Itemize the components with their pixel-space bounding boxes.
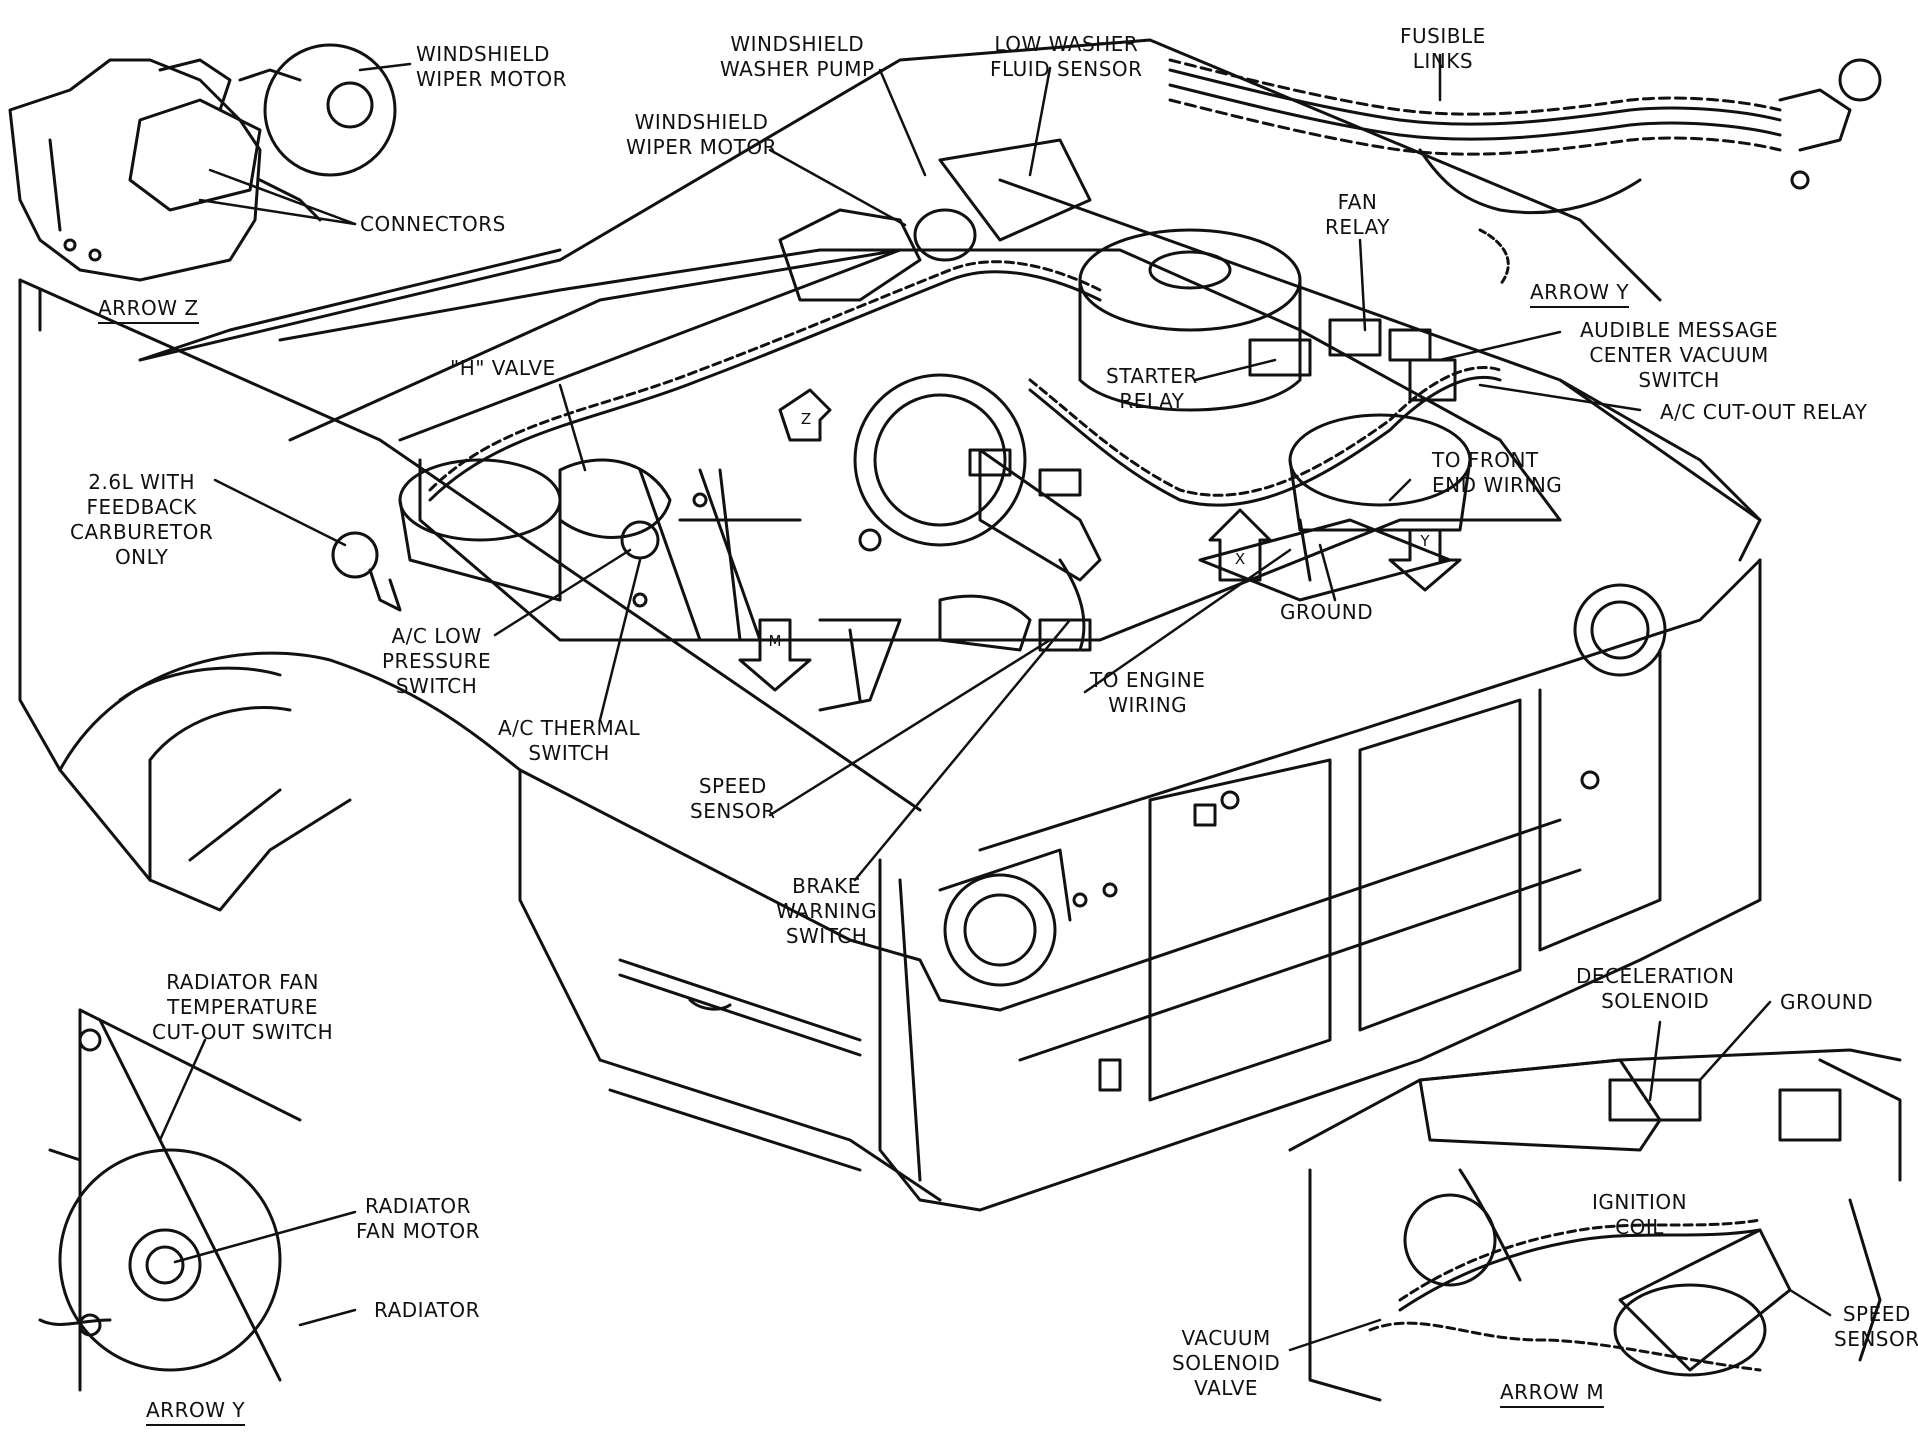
label-washer-pump: WINDSHIELD WASHER PUMP [720,32,875,81]
marker-y: Y [1420,532,1430,550]
label-engine-wiring: TO ENGINE WIRING [1090,668,1206,717]
inset-arrow-m [1288,1048,1902,1402]
label-audible-message: AUDIBLE MESSAGE CENTER VACUUM SWITCH [1580,318,1779,392]
label-speed-sensor-main: SPEED SENSOR [690,774,776,823]
label-washer-sensor: LOW WASHER FLUID SENSOR [990,32,1143,81]
label-wiper-motor-main: WINDSHIELD WIPER MOTOR [626,110,777,159]
label-radiator-temp-switch: RADIATOR FAN TEMPERATURE CUT-OUT SWITCH [152,970,334,1044]
label-vacuum-solenoid: VACUUM SOLENOID VALVE [1172,1326,1281,1400]
marker-x: X [1234,550,1246,568]
label-arrow-y-top: ARROW Y [1530,280,1630,308]
label-ground-main: GROUND [1280,600,1374,624]
label-connectors: CONNECTORS [360,212,506,236]
label-ac-thermal: A/C THERMAL SWITCH [498,716,641,765]
label-speed-sensor-m: SPEED SENSOR [1834,1302,1918,1351]
inset-arrow-z [8,43,397,282]
label-fusible-links: FUSIBLE LINKS [1400,24,1486,73]
label-arrow-z: ARROW Z [98,296,199,324]
inset-arrow-y-radiator [38,1008,302,1392]
label-ac-low-pressure: A/C LOW PRESSURE SWITCH [382,624,492,698]
label-radiator-fan-motor: RADIATOR FAN MOTOR [356,1194,481,1243]
label-radiator: RADIATOR [374,1298,481,1322]
leader-lines [158,53,1832,1352]
label-h-valve: "H" VALVE [450,356,556,380]
label-wiper-motor-z: WINDSHIELD WIPER MOTOR [416,42,567,91]
engine-bay [331,138,1562,712]
label-carburetor: 2.6L WITH FEEDBACK CARBURETOR ONLY [70,470,214,569]
marker-m: M [768,632,782,650]
label-ground-m: GROUND [1780,990,1874,1014]
label-starter-relay: STARTER RELAY [1106,364,1198,413]
label-arrow-m: ARROW M [1500,1380,1605,1408]
label-ac-cutout: A/C CUT-OUT RELAY [1660,400,1868,424]
label-deceleration-solenoid: DECELERATION SOLENOID [1576,964,1735,1013]
label-ignition-coil: IGNITION COIL [1592,1190,1688,1239]
label-brake-warning: BRAKE WARNING SWITCH [776,874,878,948]
inset-arrow-y-fusible [1168,58,1882,287]
label-arrow-y-bottom: ARROW Y [146,1398,246,1426]
vehicle-body [18,38,1762,1212]
direction-markers [738,388,1462,692]
label-fan-relay: FAN RELAY [1325,190,1390,239]
marker-z: Z [800,410,812,428]
label-front-end-wiring: TO FRONT END WIRING [1432,448,1563,497]
